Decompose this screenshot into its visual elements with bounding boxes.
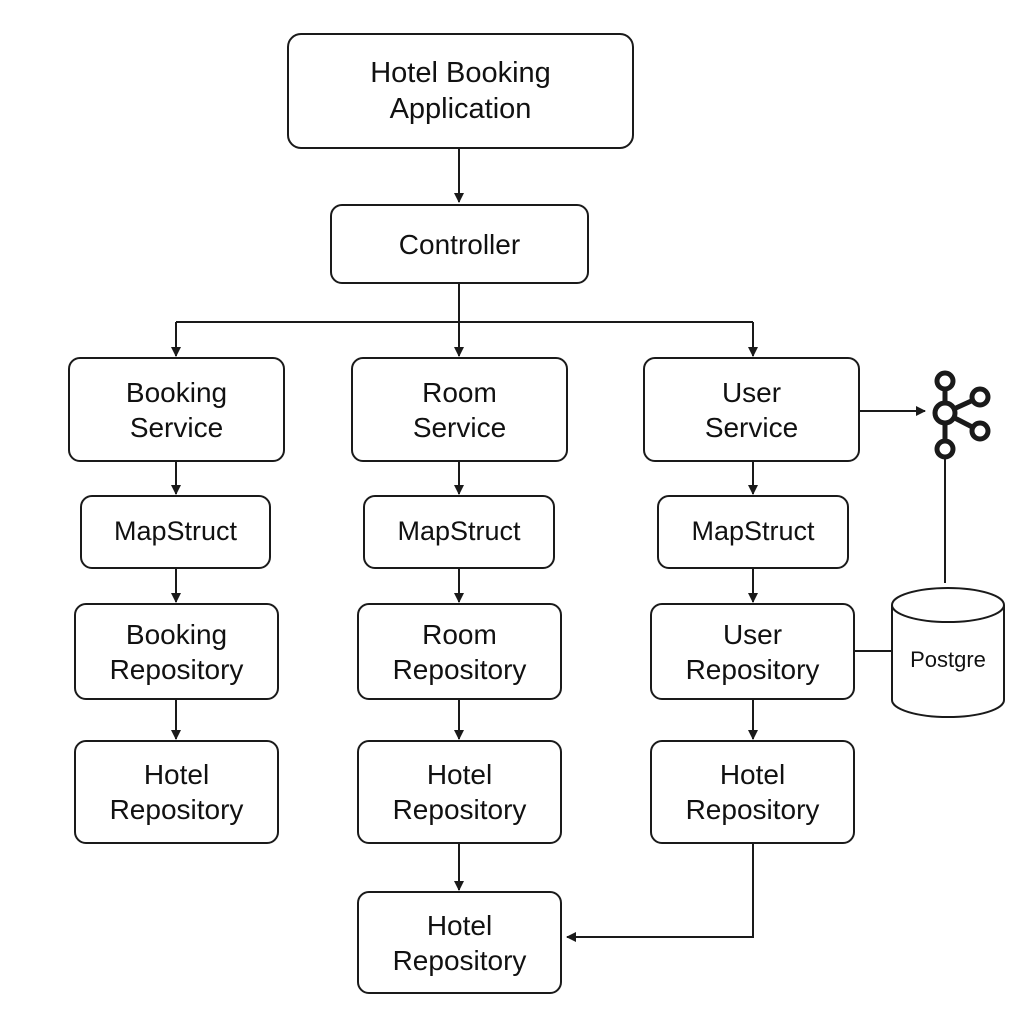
booking-service-node: Booking Service (68, 357, 285, 462)
booking-repository-node: Booking Repository (74, 603, 279, 700)
arrow-user-hotel-repository-to-shared (566, 843, 754, 942)
shared-hotel-repository-node: Hotel Repository (357, 891, 562, 994)
room-repository-node: Room Repository (357, 603, 562, 700)
user-service-node: User Service (643, 357, 860, 462)
kafka-icon (932, 370, 991, 460)
room-hotel-repository-node: Hotel Repository (357, 740, 562, 844)
room-mapstruct-node: MapStruct (363, 495, 555, 569)
booking-mapstruct-node: MapStruct (80, 495, 271, 569)
postgres-label: Postgre (910, 647, 986, 672)
user-hotel-repository-node: Hotel Repository (650, 740, 855, 844)
user-repository-node: User Repository (650, 603, 855, 700)
booking-hotel-repository-node: Hotel Repository (74, 740, 279, 844)
database-cylinder-icon (891, 587, 1005, 718)
room-service-node: Room Service (351, 357, 568, 462)
app-node: Hotel Booking Application (287, 33, 634, 149)
controller-node: Controller (330, 204, 589, 284)
user-mapstruct-node: MapStruct (657, 495, 849, 569)
